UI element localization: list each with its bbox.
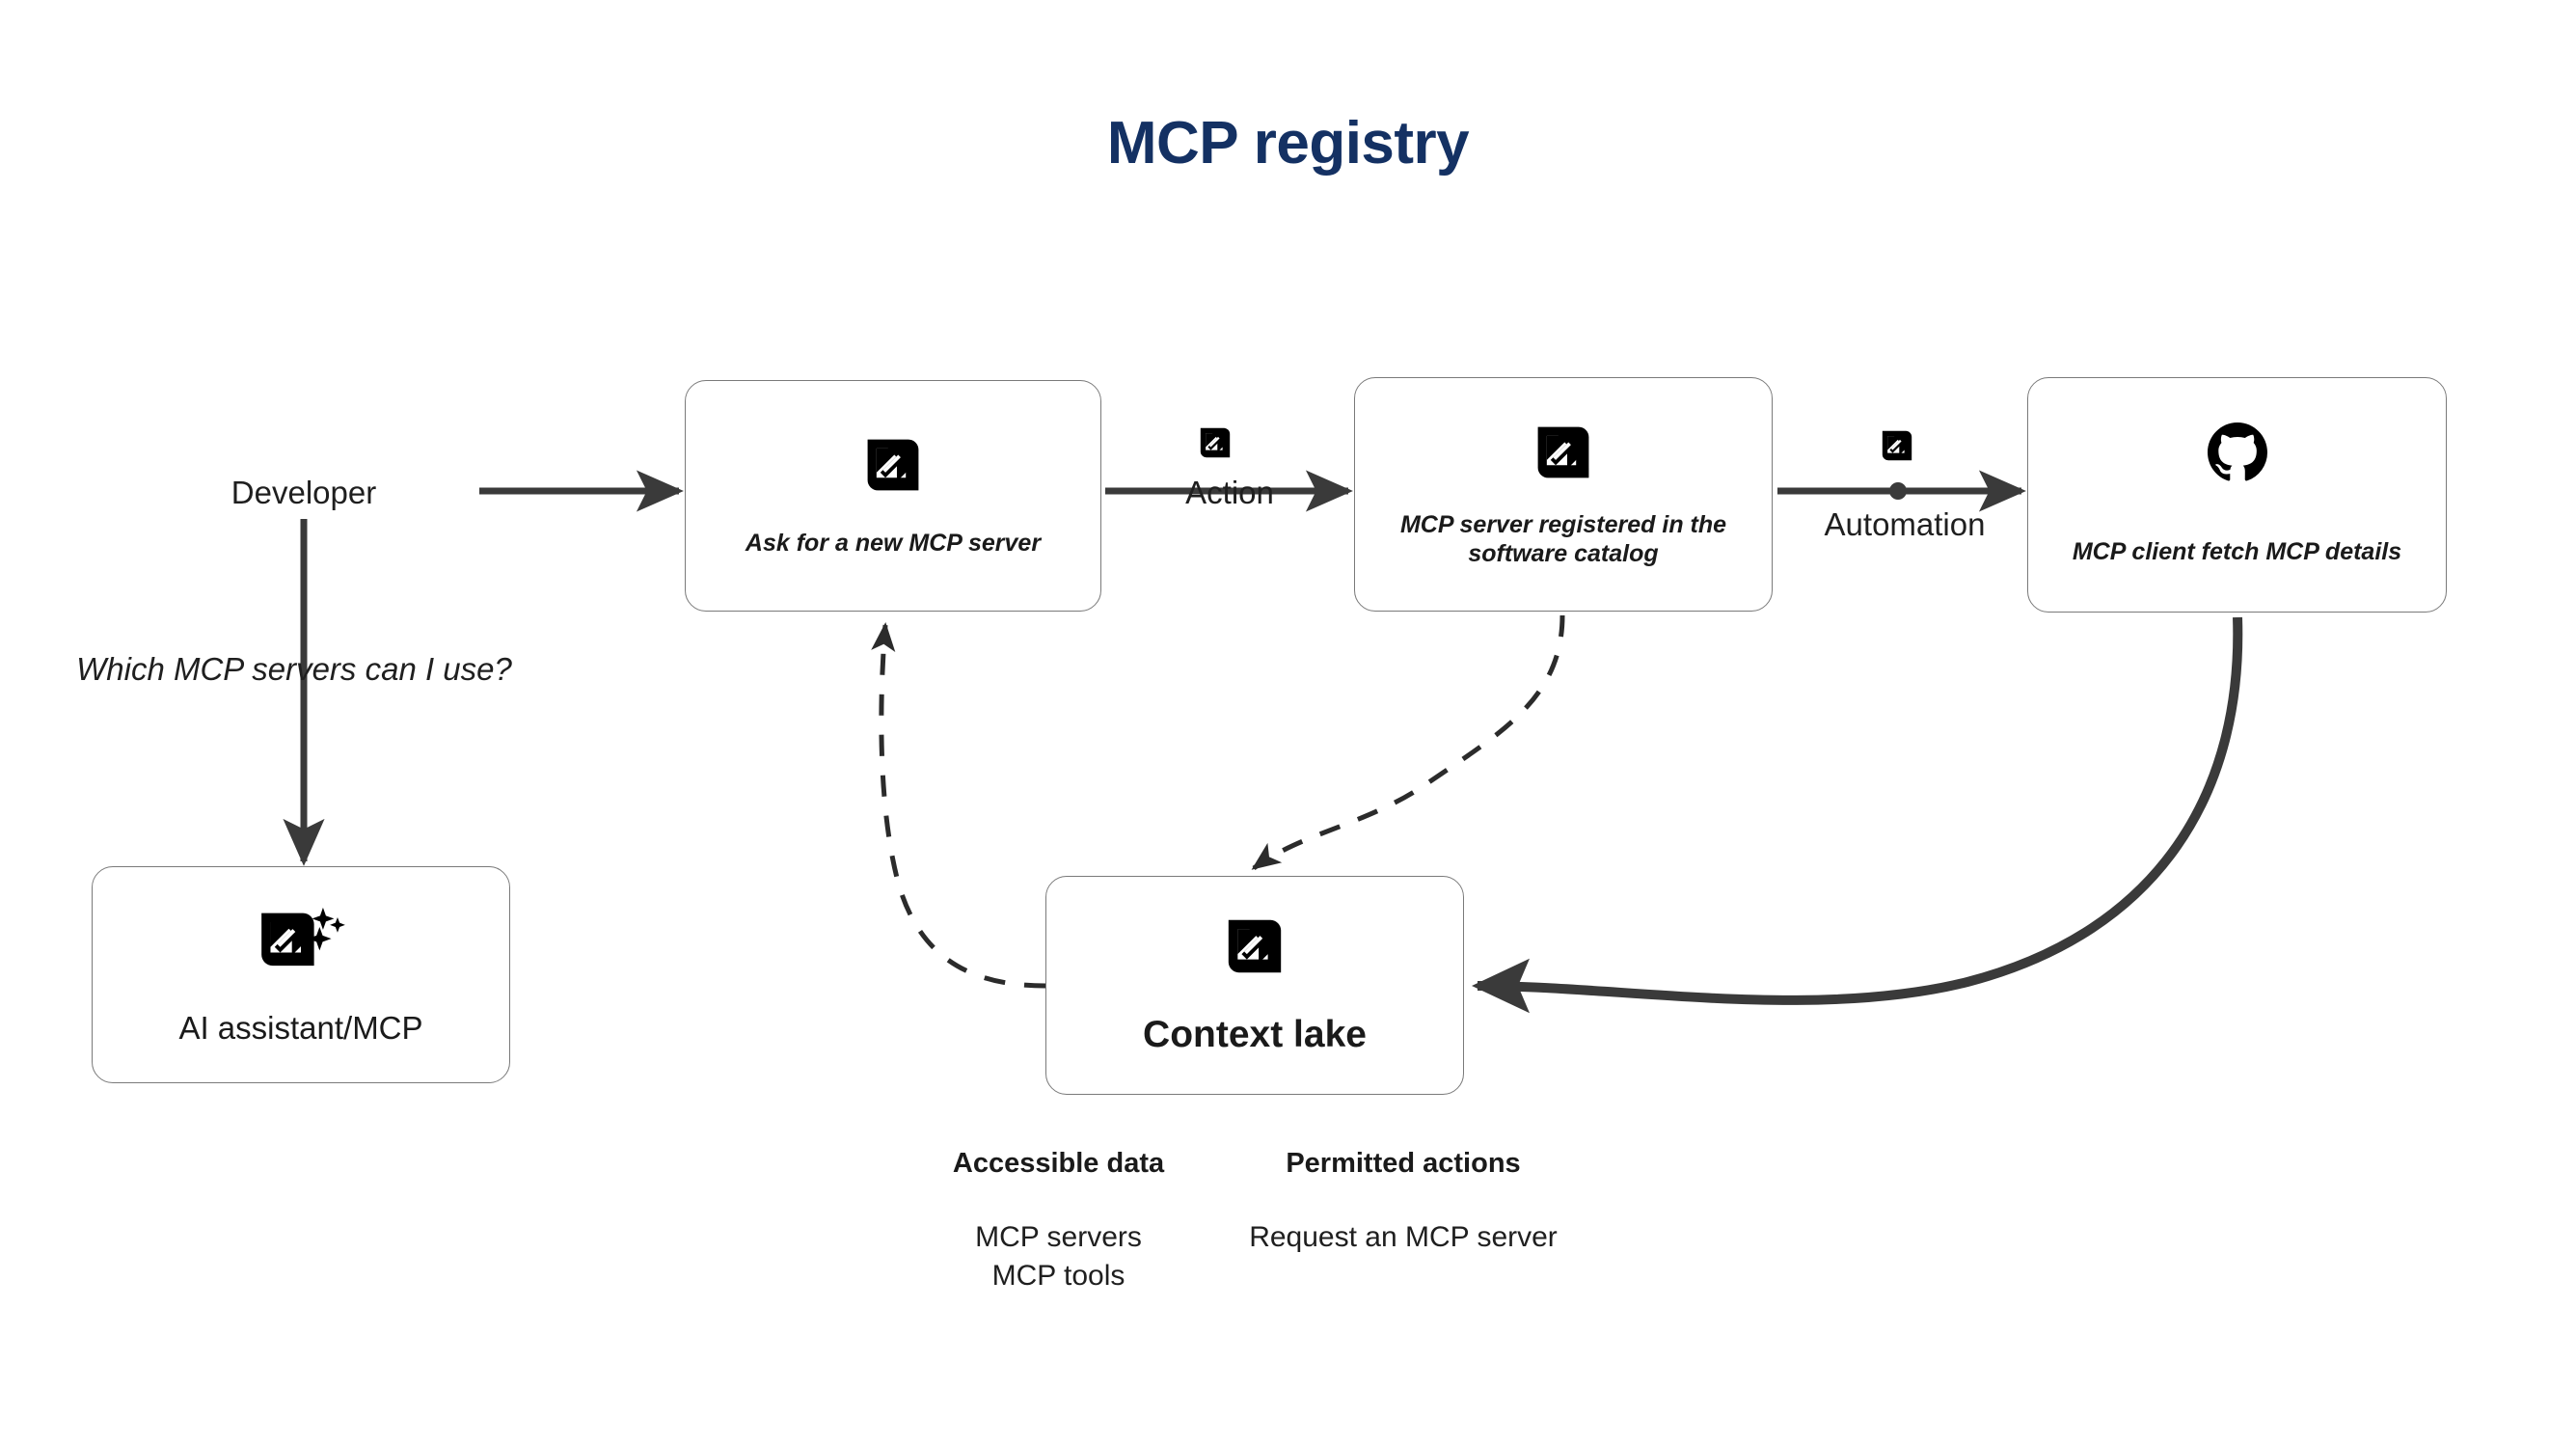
developer-label: Developer: [230, 475, 377, 510]
node-mcp-client-fetch-details[interactable]: MCP client fetch MCP details: [2027, 377, 2447, 613]
mcp-sparkle-icon: [255, 902, 347, 976]
node-ai-assistant-mcp[interactable]: AI assistant/MCP: [92, 866, 510, 1083]
legend-column-permitted-actions: Permitted actions Request an MCP server: [1210, 1148, 1596, 1257]
legend-heading: Accessible data: [952, 1148, 1165, 1179]
node-label: Context lake: [1143, 1013, 1367, 1055]
legend-item: MCP tools: [991, 1259, 1125, 1292]
mcp-icon: [1532, 421, 1595, 489]
edge-label-action: Action: [1185, 475, 1274, 510]
node-label: Ask for a new MCP server: [745, 530, 1042, 558]
node-mcp-server-registered[interactable]: MCP server registered in the software ca…: [1354, 377, 1773, 612]
node-label: MCP server registered in the software ca…: [1399, 510, 1727, 568]
edge-lake-to-ask-dashed: [871, 622, 1046, 989]
developer-question-label: Which MCP servers can I use?: [76, 651, 512, 687]
mcp-icon: [1879, 427, 1915, 469]
node-label: MCP client fetch MCP details: [2072, 538, 2402, 566]
legend-item: MCP servers: [975, 1221, 1142, 1253]
mcp-icon: [1222, 913, 1288, 984]
legend-column-accessible-data: Accessible data MCP servers MCP tools: [907, 1148, 1210, 1294]
legend-item: Request an MCP server: [1249, 1221, 1558, 1253]
page-title: MCP registry: [1106, 110, 1470, 177]
node-context-lake[interactable]: Context lake: [1045, 876, 1464, 1095]
legend-heading: Permitted actions: [1286, 1148, 1521, 1179]
github-icon: [2207, 422, 2267, 487]
mcp-icon: [861, 433, 925, 502]
edge-registered-to-lake-dashed: [1251, 614, 1565, 871]
context-lake-legend: Accessible data MCP servers MCP tools Pe…: [907, 1148, 1659, 1294]
node-label: AI assistant/MCP: [178, 1010, 423, 1047]
edge-automation-waypoint-dot: [1889, 482, 1907, 500]
node-ask-for-new-mcp-server[interactable]: Ask for a new MCP server: [685, 380, 1101, 612]
edge-label-automation: Automation: [1824, 506, 1986, 542]
mcp-icon: [1197, 424, 1234, 466]
edge-client-to-lake: [1472, 616, 2243, 1014]
